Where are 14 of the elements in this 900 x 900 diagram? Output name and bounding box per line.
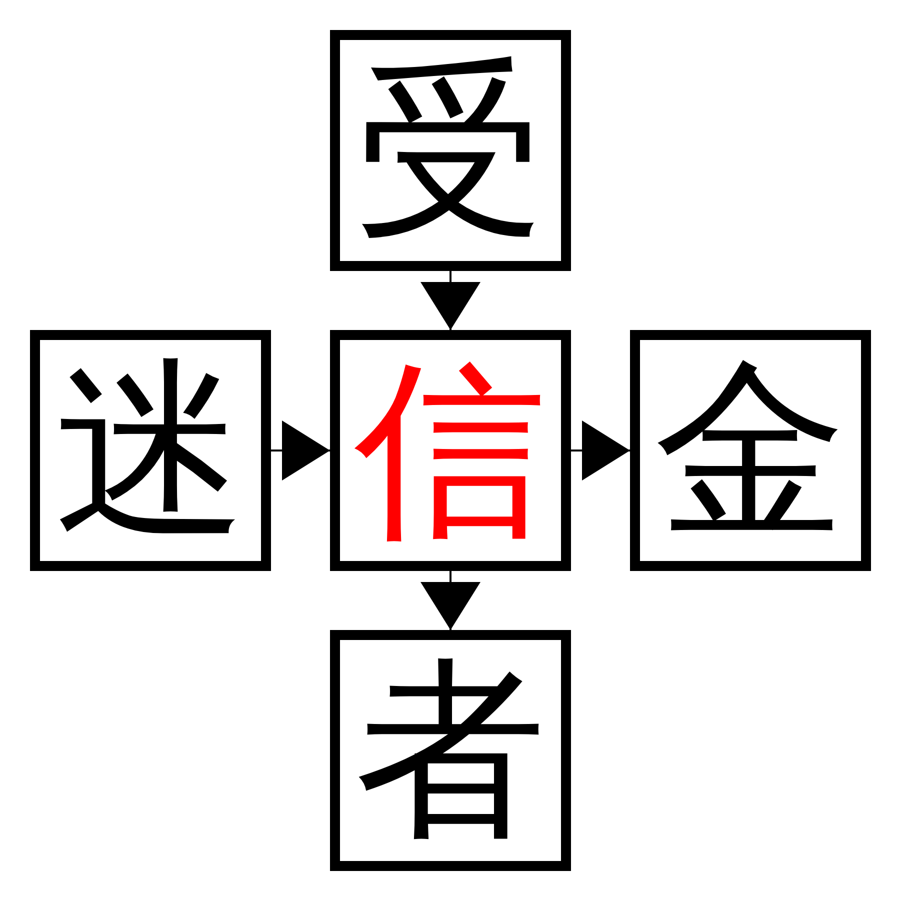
character: 信 xyxy=(354,354,546,546)
character-box xyxy=(330,330,571,571)
arrow xyxy=(420,571,480,630)
character: 者 xyxy=(354,654,546,846)
character: 金 xyxy=(654,354,846,546)
arrow xyxy=(271,420,330,480)
character: 受 xyxy=(354,54,546,246)
character-box xyxy=(330,630,571,871)
character: 迷 xyxy=(54,354,246,546)
character-box xyxy=(330,30,571,271)
arrow xyxy=(571,420,630,480)
character-box xyxy=(30,330,271,571)
character-box xyxy=(630,330,871,571)
arrow xyxy=(420,271,480,330)
